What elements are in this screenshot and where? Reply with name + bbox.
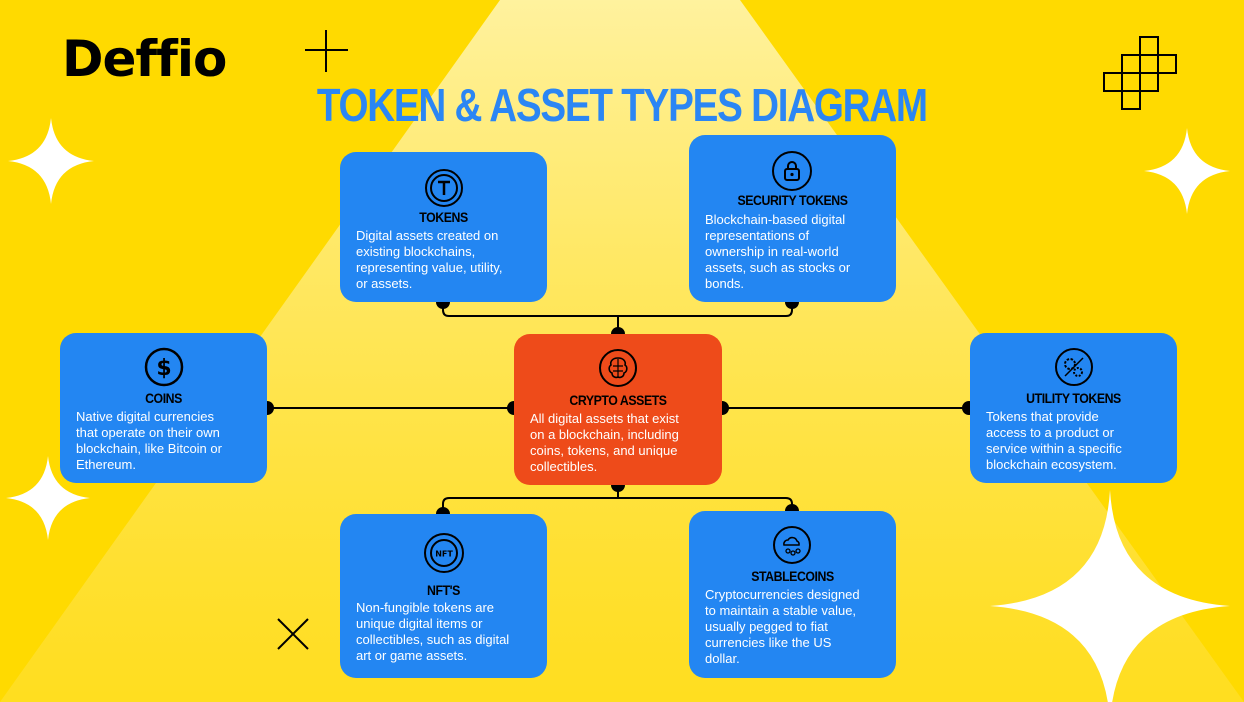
grid-decoration [1103, 36, 1177, 110]
brain-chip-icon [599, 349, 637, 387]
sparkle-decoration [1144, 128, 1230, 214]
node-coins: $ COINS Native digital currencies that o… [60, 333, 267, 483]
node-description: Tokens that provide access to a product … [986, 409, 1122, 472]
node-title: UTILITY TOKENS [1026, 390, 1121, 406]
node-title: CRYPTO ASSETS [569, 392, 667, 408]
node-description: All digital assets that exist on a block… [530, 411, 679, 474]
cloud-coin-icon [773, 526, 811, 564]
node-description: Blockchain-based digital representations… [705, 212, 851, 291]
nft-icon: NFT [424, 533, 464, 573]
plus-decoration [305, 30, 348, 72]
node-title: NFT'S [427, 582, 460, 598]
node-description: Native digital currencies that operate o… [76, 409, 222, 472]
lock-icon [772, 151, 812, 191]
brand-logo: Deffio [62, 30, 227, 88]
dollar-icon: $ [144, 347, 184, 387]
node-stablecoins: STABLECOINS Cryptocurrencies designed to… [689, 511, 896, 678]
page-title: TOKEN & ASSET TYPES DIAGRAM [316, 79, 928, 131]
cross-decoration [277, 618, 309, 650]
nft-icon-label: NFT [435, 550, 453, 559]
node-utility-tokens: UTILITY TOKENS Tokens that provide acces… [970, 333, 1177, 483]
node-title: SECURITY TOKENS [737, 192, 848, 208]
node-security-tokens: SECURITY TOKENS Blockchain-based digital… [689, 135, 896, 302]
node-title: COINS [145, 390, 182, 406]
t-coin-icon [425, 169, 463, 207]
sparkle-decoration [8, 118, 94, 204]
node-title: STABLECOINS [751, 568, 834, 584]
sparkle-decoration [990, 490, 1230, 702]
node-title: TOKENS [419, 209, 468, 225]
node-description: Non-fungible tokens are unique digital i… [356, 600, 510, 663]
gears-icon [1055, 348, 1093, 386]
node-crypto-assets: CRYPTO ASSETS All digital assets that ex… [514, 334, 722, 485]
sparkle-decoration [6, 456, 90, 540]
node-tokens: TOKENS Digital assets created on existin… [340, 152, 547, 302]
node-description: Cryptocurrencies designed to maintain a … [705, 587, 860, 666]
node-description: Digital assets created on existing block… [356, 228, 503, 291]
node-nfts: NFT NFT'S Non-fungible tokens are unique… [340, 514, 547, 678]
svg-text:$: $ [156, 356, 171, 381]
